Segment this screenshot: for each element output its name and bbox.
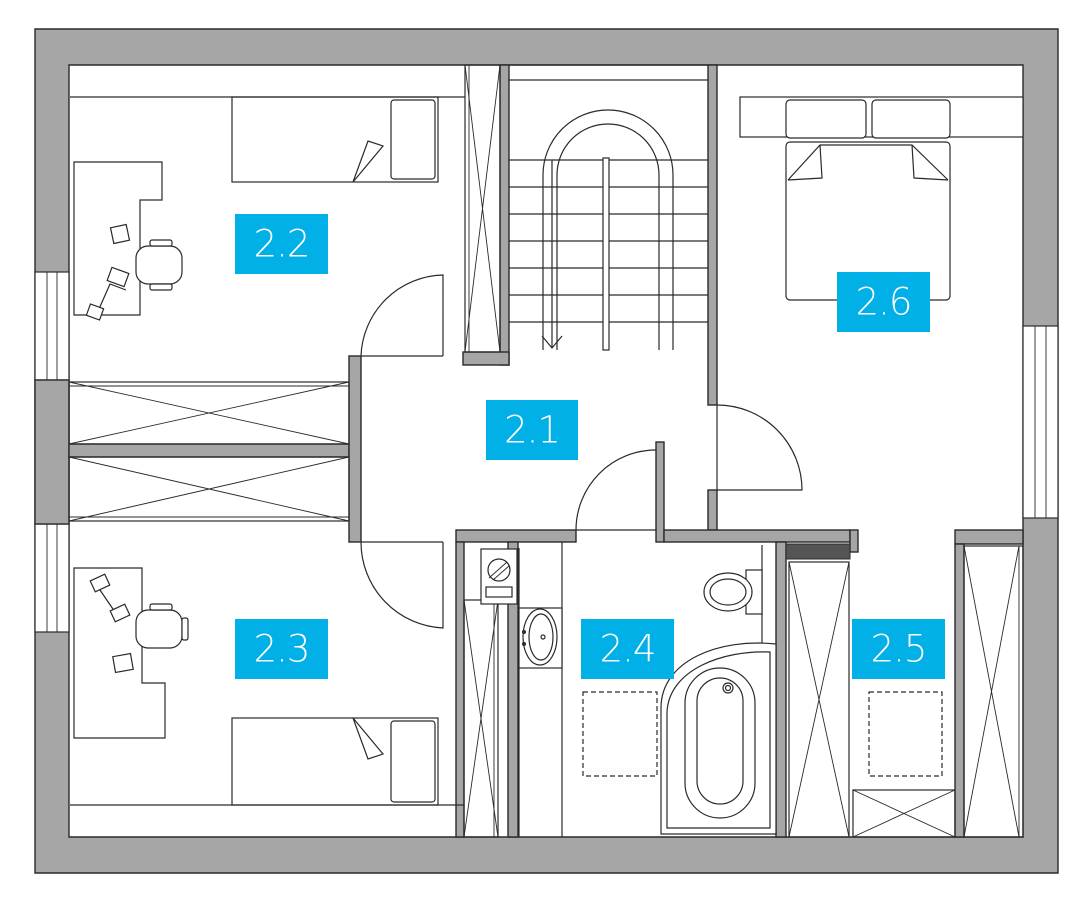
counter-2-4 bbox=[518, 542, 563, 837]
room-label-background bbox=[235, 214, 328, 274]
shelf-room-2-5 bbox=[852, 789, 956, 838]
toilet bbox=[703, 545, 763, 650]
door-room-2-3 bbox=[360, 541, 444, 629]
bed-room-2-3 bbox=[70, 717, 464, 806]
room-label-background bbox=[581, 619, 674, 679]
room-label-background bbox=[852, 619, 945, 679]
room-label-2-5: 2.5 bbox=[852, 619, 945, 679]
wardrobe-room-2-3 bbox=[68, 456, 350, 522]
washbasin bbox=[522, 608, 558, 666]
room-label-2-2: 2.2 bbox=[235, 214, 328, 274]
bed-room-2-2 bbox=[70, 96, 465, 183]
mat-room-2-5 bbox=[868, 691, 943, 777]
door-room-2-4 bbox=[575, 449, 657, 531]
room-number: 2.4 bbox=[600, 628, 656, 671]
room-label-background bbox=[837, 272, 930, 332]
wardrobe-room-2-5-left bbox=[788, 561, 850, 838]
door-room-2-2 bbox=[360, 274, 444, 357]
room-number: 2.3 bbox=[254, 628, 310, 671]
room-number: 2.1 bbox=[504, 409, 560, 452]
chair-room-2-2 bbox=[135, 239, 183, 291]
window-room-2-3 bbox=[34, 523, 70, 633]
wardrobe-room-2-5-right bbox=[963, 545, 1024, 838]
desk-room-2-2 bbox=[73, 161, 163, 321]
room-number: 2.5 bbox=[871, 628, 927, 671]
window-room-2-2 bbox=[34, 271, 70, 381]
desk-room-2-3 bbox=[73, 567, 166, 739]
room-number: 2.2 bbox=[254, 223, 310, 266]
room-label-background bbox=[235, 619, 328, 679]
room-label-background bbox=[486, 400, 578, 460]
bath-mat bbox=[582, 691, 658, 777]
wardrobe-room-2-2 bbox=[68, 381, 350, 445]
bathtub bbox=[660, 642, 777, 835]
wardrobe-hall-lower bbox=[463, 599, 499, 838]
room-number: 2.6 bbox=[856, 281, 912, 324]
room-label-2-6: 2.6 bbox=[837, 272, 930, 332]
chair-room-2-3 bbox=[135, 603, 189, 649]
room-label-2-1: 2.1 bbox=[486, 400, 578, 460]
wardrobe-hall-upper bbox=[464, 64, 501, 353]
room-label-2-3: 2.3 bbox=[235, 619, 328, 679]
headboard-room-2-6 bbox=[739, 96, 1024, 139]
door-room-2-6 bbox=[716, 404, 803, 491]
boiler bbox=[480, 548, 518, 605]
room-label-2-4: 2.4 bbox=[581, 619, 674, 679]
window-room-2-6 bbox=[1022, 325, 1059, 519]
staircase bbox=[509, 64, 708, 351]
